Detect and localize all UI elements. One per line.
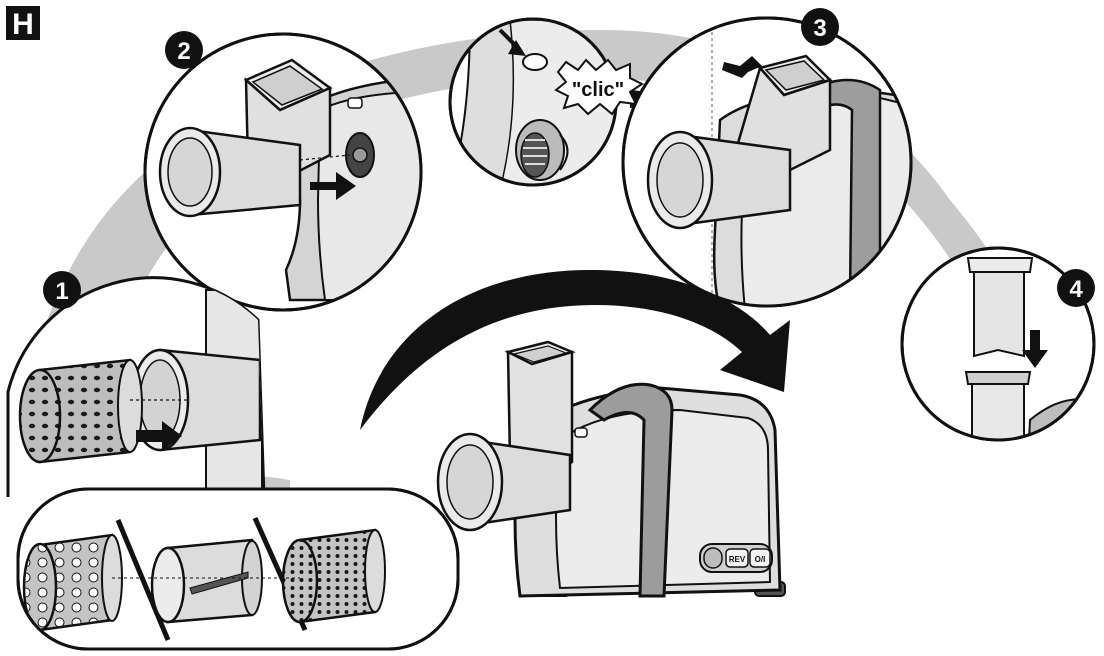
lift-arrow — [722, 56, 762, 78]
section-label: H — [12, 8, 34, 41]
section-label-box — [6, 6, 40, 40]
step-4-detail — [900, 246, 1096, 442]
food-processor-machine: REV O/I — [436, 340, 786, 598]
drum-options-panel — [16, 487, 460, 651]
step-4-number: 4 — [1069, 276, 1083, 303]
power-button-label: O/I — [755, 555, 766, 564]
step-1-number: 1 — [55, 278, 68, 305]
power-button[interactable]: O/I — [749, 548, 771, 568]
drum-insert-arrow — [136, 421, 182, 451]
step-2-badge: 2 — [165, 31, 203, 69]
push-down-arrow — [1022, 330, 1048, 368]
reverse-button[interactable]: REV — [725, 548, 749, 568]
insert-arrow — [310, 172, 356, 200]
step-3-detail — [621, 16, 913, 308]
clic-sound-text: "clic" — [572, 79, 624, 101]
step-3-number: 3 — [813, 15, 826, 42]
step-4-badge: 4 — [1057, 269, 1095, 307]
latch-detail — [448, 17, 618, 187]
step-3-badge: 3 — [801, 8, 839, 46]
reverse-button-label: REV — [729, 555, 746, 564]
step-2-number: 2 — [177, 38, 190, 65]
step-1-badge: 1 — [43, 271, 81, 309]
rotate-arrow — [360, 270, 790, 430]
step-1-detail — [6, 276, 266, 498]
